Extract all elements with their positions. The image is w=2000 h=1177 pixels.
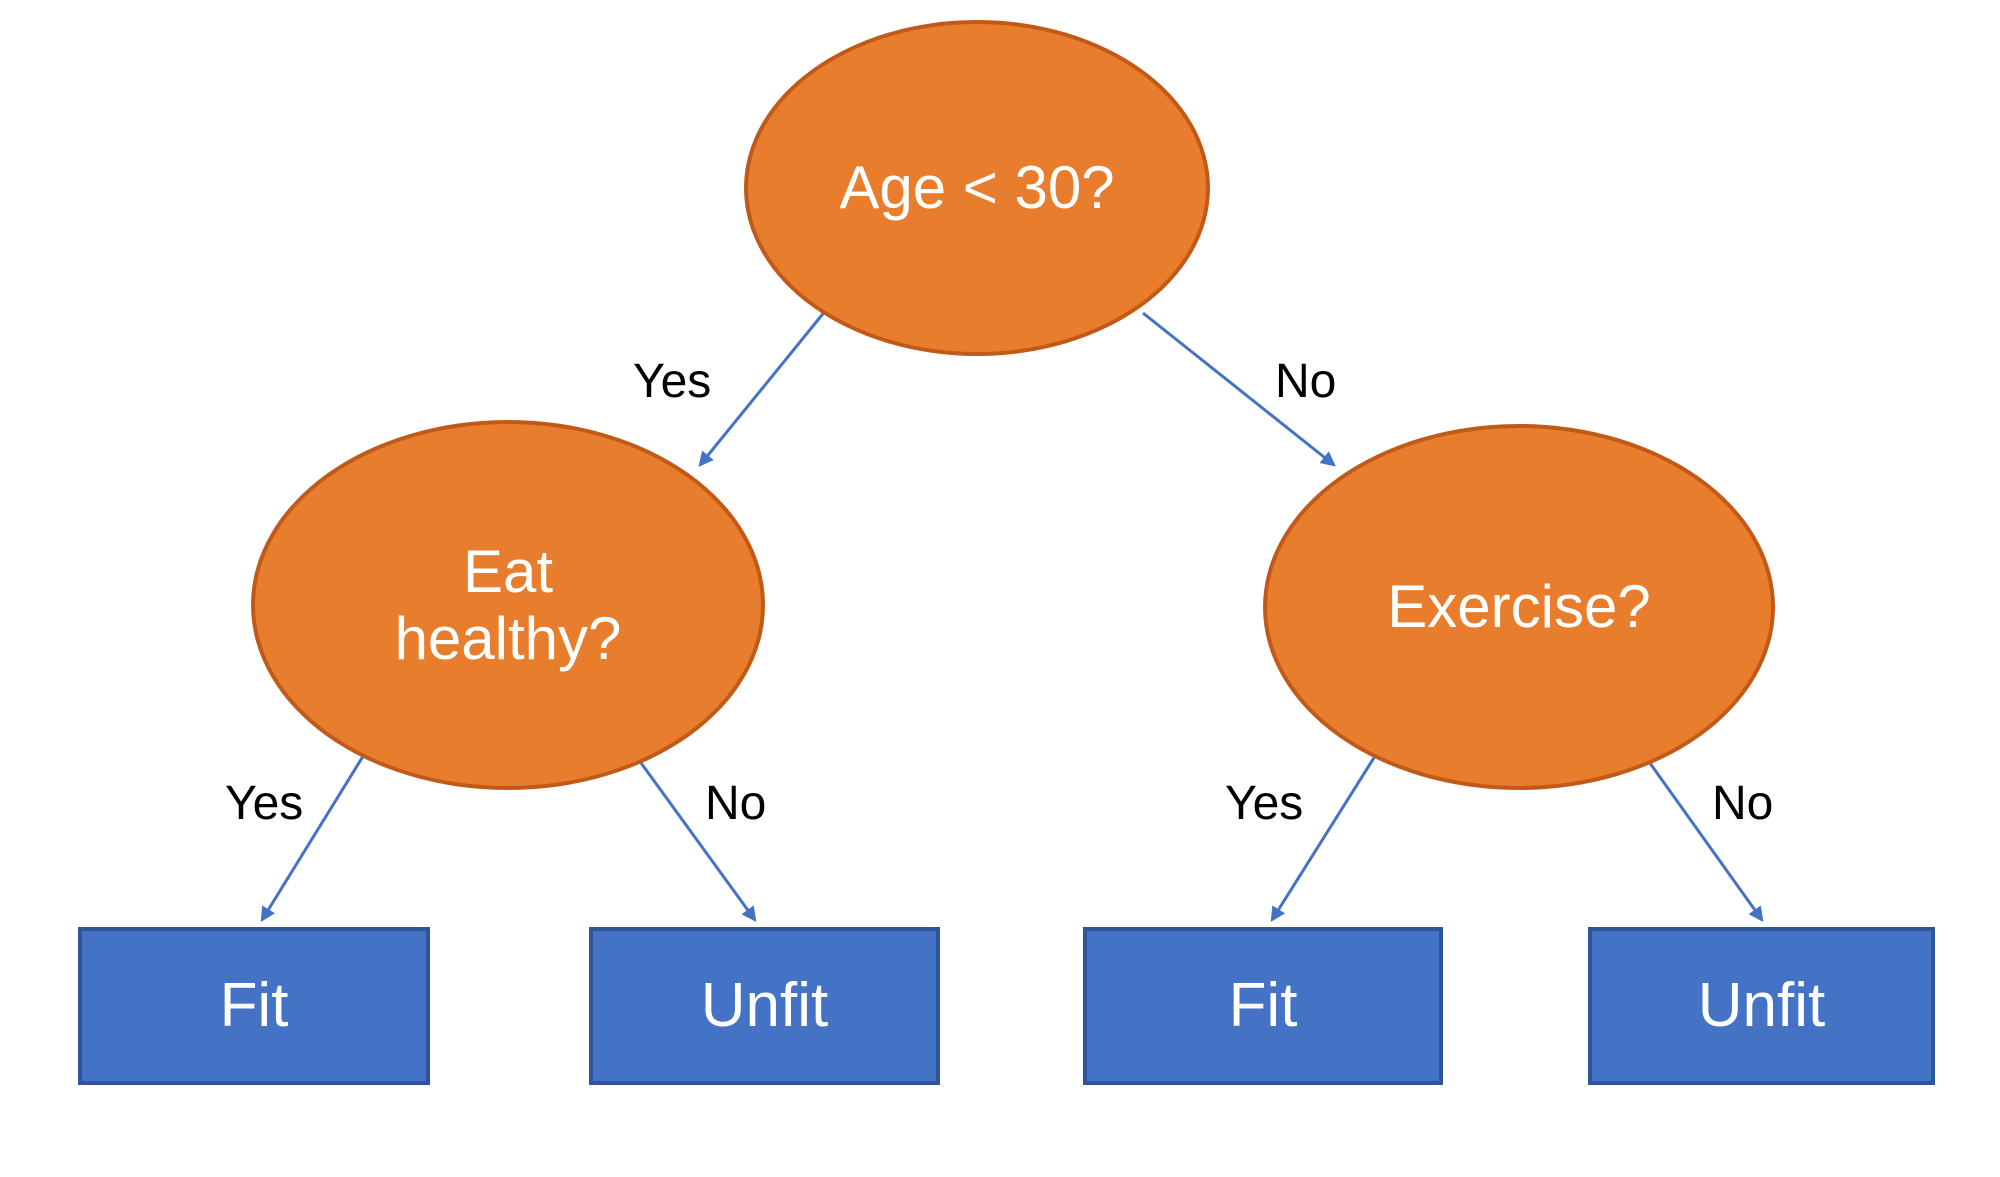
node-label: Unfit [1697,971,1826,1041]
edge-label-root-yes: Yes [633,355,712,408]
edge-label-root-no: No [1275,355,1337,408]
node-eat-healthy[interactable]: Eat healthy? [251,420,765,790]
edge-exercise-yes [1270,744,1384,923]
node-leaf-fit-1[interactable]: Fit [78,927,430,1085]
edge-exercise-no [1635,744,1764,922]
node-label: Fit [1228,971,1298,1041]
node-root[interactable]: Age < 30? [744,20,1210,356]
node-leaf-unfit-1[interactable]: Unfit [589,927,940,1085]
edge-label-exercise-no: No [1712,777,1774,830]
node-leaf-unfit-2[interactable]: Unfit [1588,927,1935,1085]
node-leaf-fit-2[interactable]: Fit [1083,927,1443,1085]
edge-label-eat-healthy-yes: Yes [225,777,304,830]
edge-label-eat-healthy-no: No [705,777,767,830]
edge-label-exercise-yes: Yes [1225,777,1304,830]
node-exercise[interactable]: Exercise? [1263,424,1775,790]
node-label: Eat healthy? [394,537,622,672]
edge-eat-healthy-yes [260,744,372,923]
edge-root-yes [698,309,828,467]
node-label: Exercise? [1387,573,1651,641]
edge-root-no [1142,311,1336,467]
node-label: Fit [219,971,289,1041]
edge-eat-healthy-no [626,744,757,922]
node-label: Unfit [700,971,829,1041]
node-label: Age < 30? [839,154,1115,222]
